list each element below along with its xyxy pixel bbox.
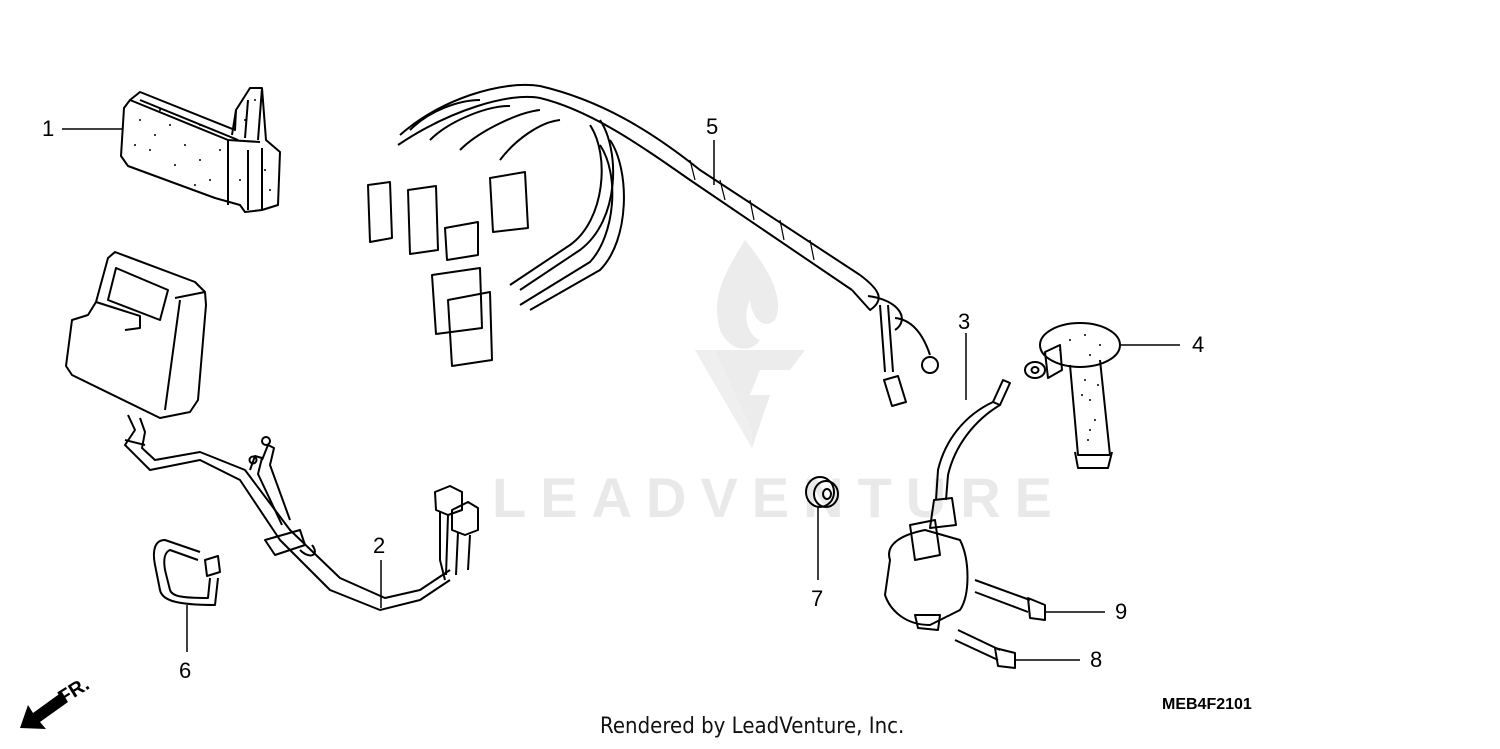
callout-3[interactable]: 3: [958, 309, 971, 334]
callout-5[interactable]: 5: [706, 114, 719, 139]
watermark-text: LEADVENTURE: [492, 466, 1067, 529]
callout-4[interactable]: 4: [1192, 332, 1205, 357]
footer-credit: Rendered by LeadVenture, Inc.: [600, 714, 905, 739]
callout-2[interactable]: 2: [373, 533, 386, 558]
callout-1[interactable]: 1: [42, 116, 55, 141]
callout-6[interactable]: 6: [179, 658, 192, 683]
callout-7[interactable]: 7: [811, 586, 824, 611]
callout-9[interactable]: 9: [1115, 599, 1128, 624]
diagram-code: MEB4F2101: [1162, 696, 1252, 713]
callout-8[interactable]: 8: [1090, 647, 1103, 672]
